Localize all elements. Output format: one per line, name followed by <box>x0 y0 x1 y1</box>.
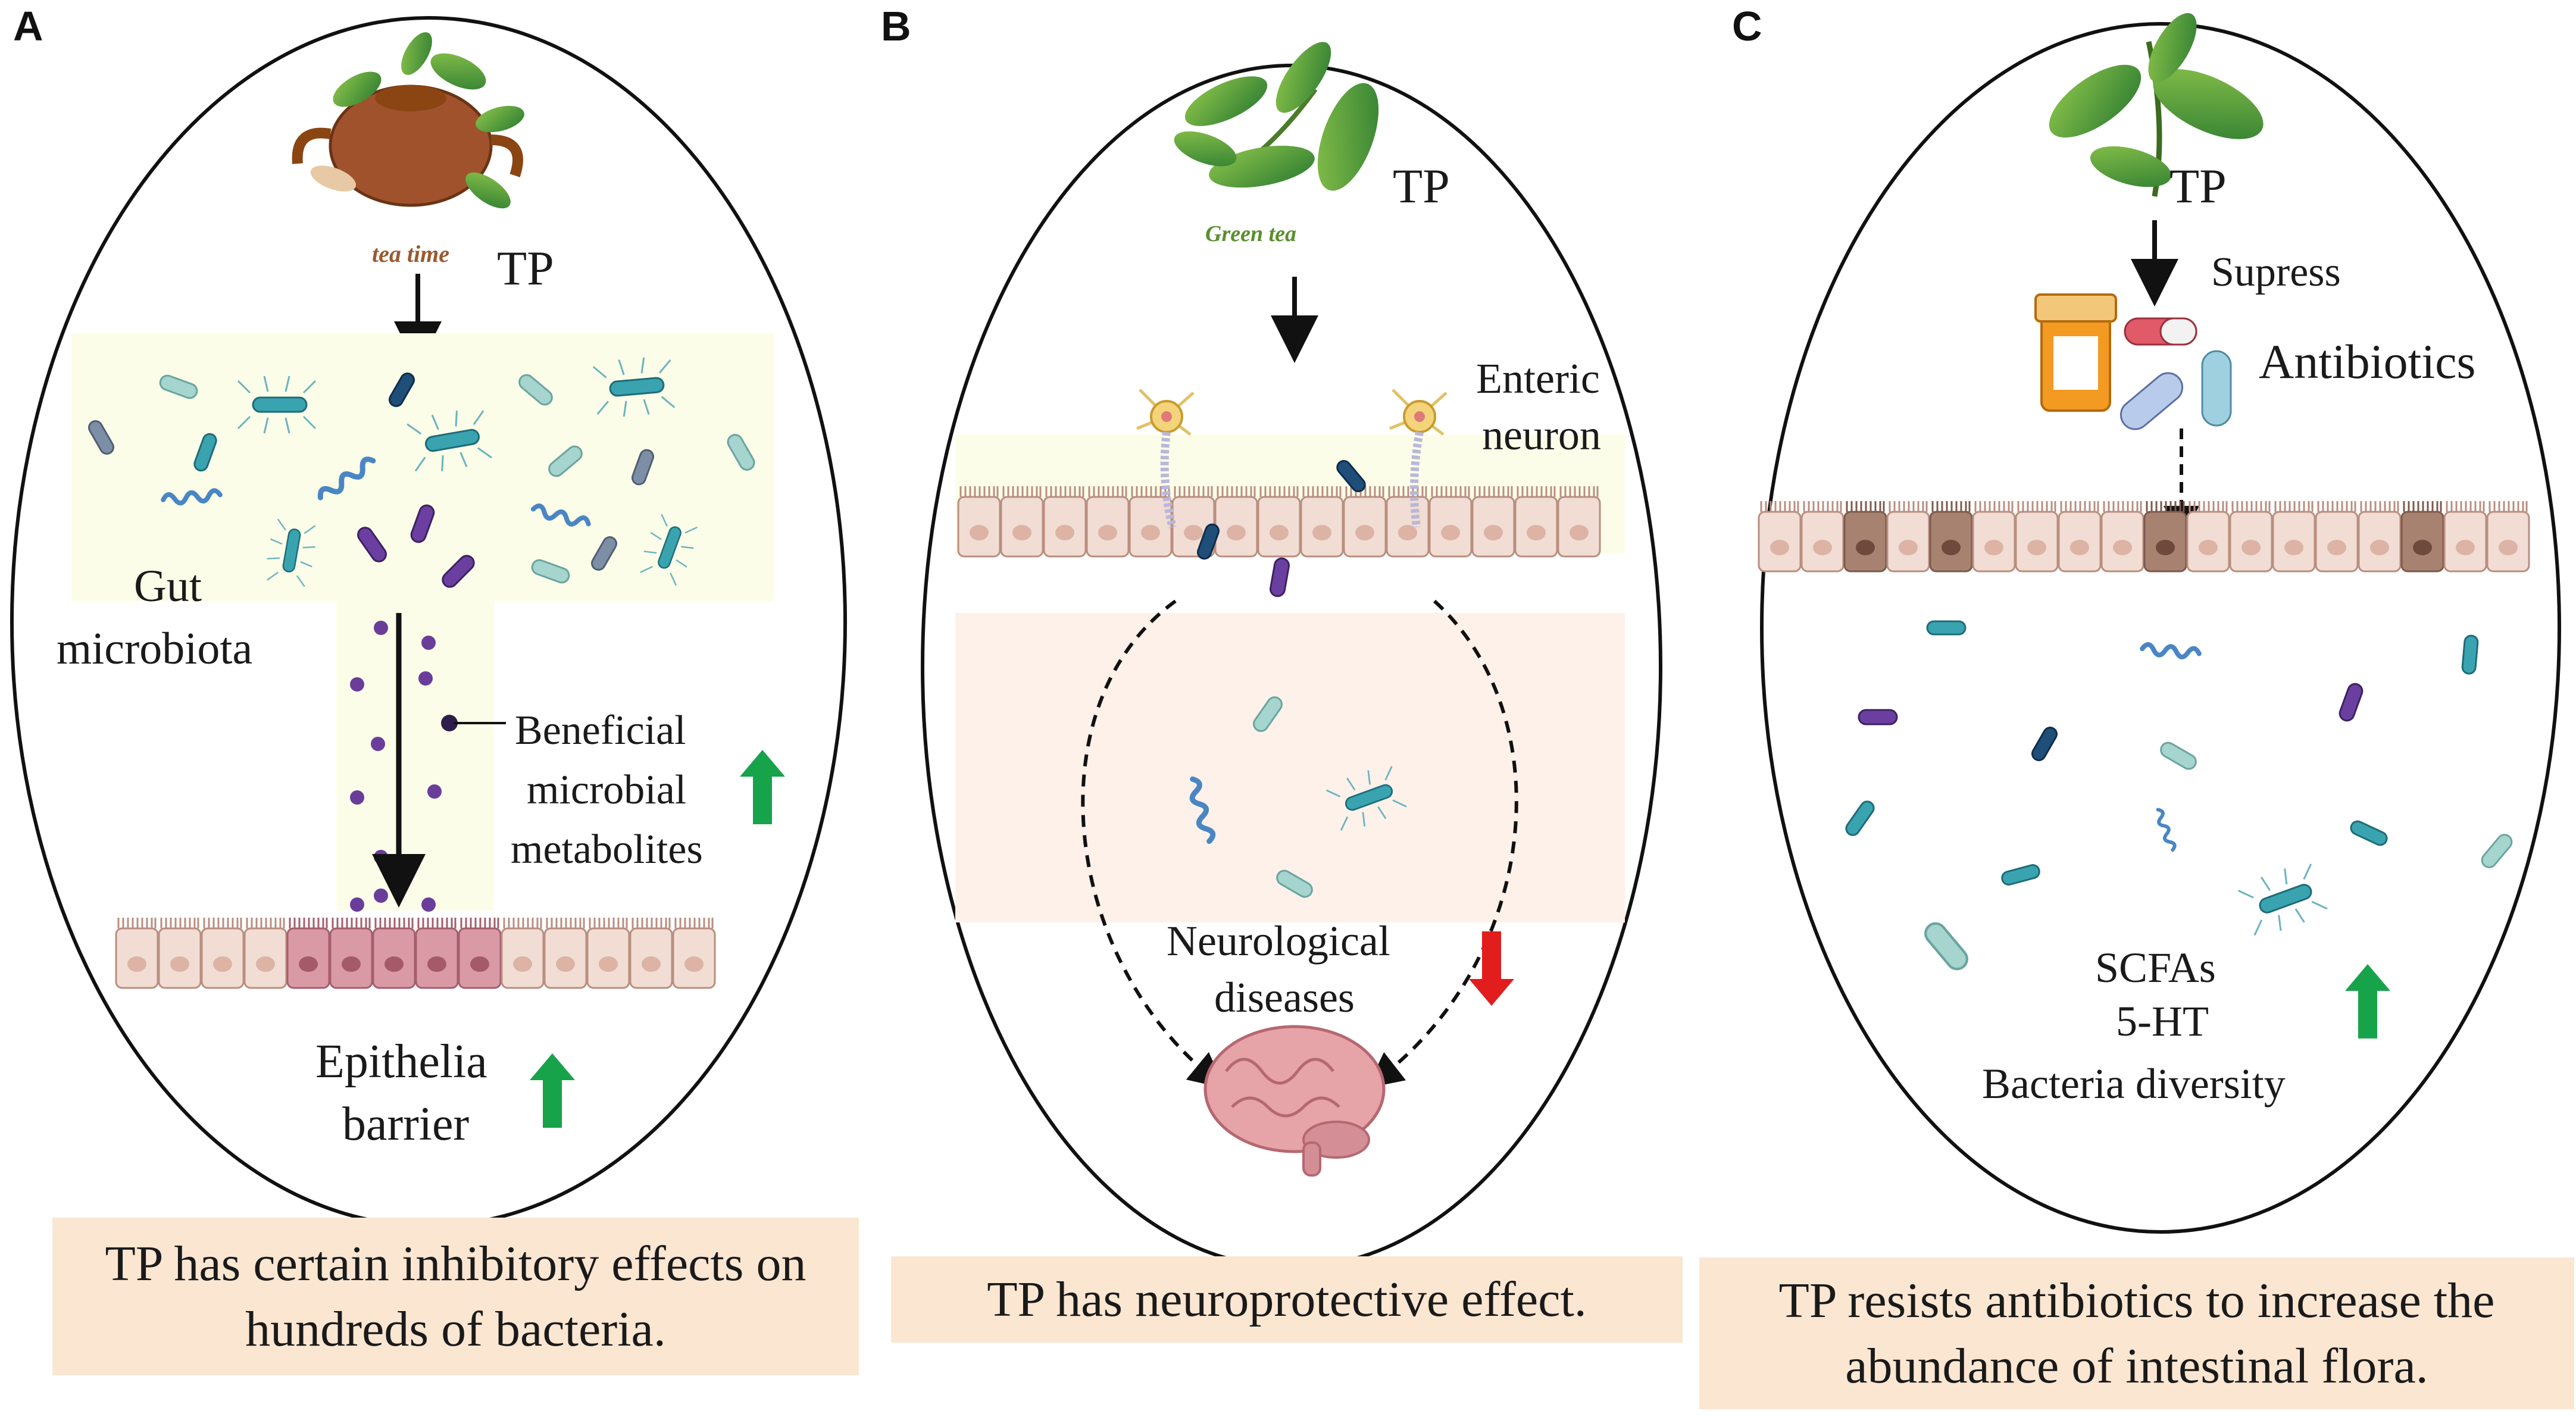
tp-label-a: TP <box>497 241 554 295</box>
gut-label-line2: microbiota <box>57 624 252 674</box>
gut-lumen-region <box>71 333 774 911</box>
panel-letter-c: C <box>1732 3 1762 49</box>
barrier-up-arrow-icon <box>530 1053 575 1128</box>
caption-a-text: TP has certain inhibitory effects on hun… <box>105 1236 806 1357</box>
barrier-label-line1: Epithelia <box>315 1036 487 1088</box>
tea-time-logo-text: tea time <box>372 240 449 267</box>
panel-letter-b: B <box>881 3 911 49</box>
green-tea-logo-text: Green tea <box>1205 221 1296 246</box>
caption-b: TP has neuroprotective effect. <box>891 1256 1683 1343</box>
caption-b-text: TP has neuroprotective effect. <box>987 1271 1587 1327</box>
metabolites-label-line1: Beneficial <box>515 708 686 753</box>
epithelium-b <box>957 485 1601 558</box>
barrier-label-line2: barrier <box>342 1098 469 1150</box>
outcome-scfas: SCFAs <box>2095 944 2216 991</box>
dashed-arrow-right-to-brain <box>1367 599 1518 1088</box>
outcome-5ht: 5-HT <box>2116 997 2209 1045</box>
gut-label-line1: Gut <box>134 561 202 611</box>
disease-down-arrow-icon <box>1469 931 1514 1006</box>
panel-c: C TP Supress Antibiotics <box>1732 3 2561 1234</box>
panel-c-ellipse <box>1760 22 2561 1234</box>
tp-label-c: TP <box>2169 159 2227 213</box>
caption-a: TP has certain inhibitory effects on hun… <box>52 1218 859 1375</box>
outcome-up-arrow-icon <box>2345 964 2390 1038</box>
metabolites-up-arrow-icon <box>740 750 785 824</box>
green-tea-leaf-icon <box>1174 42 1379 191</box>
tea-leaf-icon-c <box>2049 12 2264 197</box>
antibiotics-pills-icon <box>2034 293 2232 430</box>
enteric-neuron-icon <box>1136 389 1448 528</box>
panel-letter-a: A <box>13 3 43 49</box>
tp-label-b: TP <box>1393 159 1450 213</box>
neuron-label-line2: neuron <box>1482 411 1601 459</box>
caption-c: TP resists antibiotics to increase the a… <box>1699 1258 2574 1409</box>
brain-icon <box>1203 1025 1386 1177</box>
outcome-bacteria-diversity: Bacteria diversity <box>1982 1060 2286 1108</box>
panel-b: B Green tea TP <box>881 3 1662 1269</box>
neuron-label-line1: Enteric <box>1476 355 1600 402</box>
disease-label-line1: Neurological <box>1167 917 1390 965</box>
antibiotics-label: Antibiotics <box>2259 334 2475 389</box>
metabolites-label-line2: microbial <box>527 767 686 813</box>
metabolites-label-line3: metabolites <box>511 827 703 872</box>
panel-a: A tea time TP <box>10 3 847 1228</box>
caption-c-text: TP resists antibiotics to increase the a… <box>1778 1273 2495 1394</box>
disease-label-line2: diseases <box>1214 974 1355 1021</box>
teapot-illustration <box>292 32 524 209</box>
supress-label: Supress <box>2211 249 2341 295</box>
